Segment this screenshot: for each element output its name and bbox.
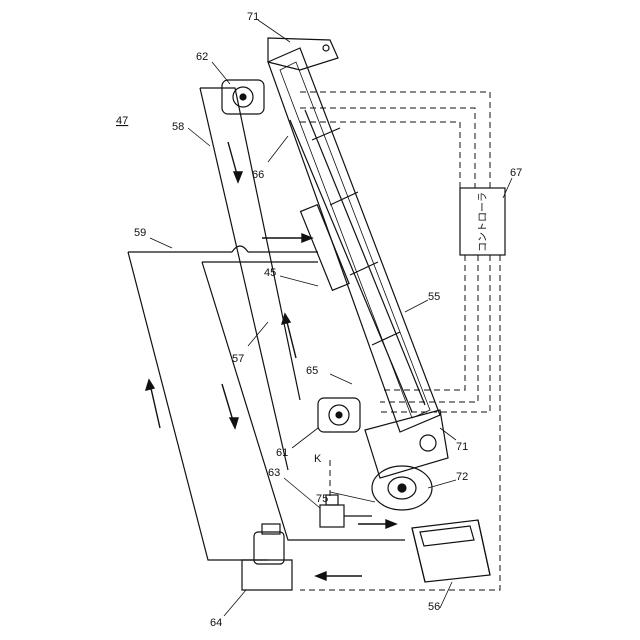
drive-unit-62 xyxy=(222,80,264,114)
leader-65 xyxy=(330,374,352,384)
arrow-57-down xyxy=(222,384,238,428)
tank-edge-1 xyxy=(412,528,425,582)
reference-numerals: 47 71 62 58 66 67 59 45 55 57 65 61 71 K… xyxy=(116,11,522,629)
top-bracket xyxy=(268,38,338,70)
arrow-57-up xyxy=(282,314,296,358)
signal-bottom-2 xyxy=(380,255,478,402)
frame-rail-2 xyxy=(305,110,425,405)
flow-arrows xyxy=(146,142,396,580)
ref-59: 59 xyxy=(134,227,146,239)
leader-66 xyxy=(268,136,288,162)
leader-75 xyxy=(330,492,375,502)
signal-top-2 xyxy=(300,108,475,188)
leader-71-bottom xyxy=(440,428,456,440)
panel-div-3 xyxy=(350,262,378,275)
drive-unit-61 xyxy=(318,398,360,432)
leader-45 xyxy=(280,276,318,286)
ref-55: 55 xyxy=(428,291,440,303)
ref-63: 63 xyxy=(268,467,280,479)
pipe-58 xyxy=(200,88,300,400)
signal-top-1 xyxy=(300,92,490,188)
leader-55 xyxy=(405,300,428,312)
panel-div-4 xyxy=(372,332,400,345)
tank-56 xyxy=(412,520,490,582)
valve-63-body xyxy=(320,505,344,527)
leader-64 xyxy=(224,590,246,616)
tank-top xyxy=(412,520,490,582)
ref-58: 58 xyxy=(172,121,184,133)
arrow-to-pump xyxy=(316,572,362,580)
pipe-59-hop xyxy=(232,246,248,252)
controller-label: コントローラ xyxy=(477,192,489,252)
signal-top-3 xyxy=(300,122,460,188)
tank-edge-2 xyxy=(478,520,490,575)
ref-57: 57 xyxy=(232,353,244,365)
ref-64: 64 xyxy=(210,617,222,629)
ref-71-bottom: 71 xyxy=(456,441,468,453)
panel-div-2 xyxy=(330,192,358,205)
pipe-57-down xyxy=(202,262,330,540)
figure-number: 47 xyxy=(116,115,128,127)
top-bracket-bolt xyxy=(323,45,329,51)
ref-66: 66 xyxy=(252,169,264,181)
ref-62: 62 xyxy=(196,51,208,63)
ref-k: K xyxy=(314,453,322,465)
drive-61-hub xyxy=(336,412,342,418)
ref-56: 56 xyxy=(428,601,440,613)
leader-59 xyxy=(150,238,172,248)
disc-72-hub xyxy=(398,484,406,492)
ref-72: 72 xyxy=(456,471,468,483)
controller: コントローラ xyxy=(460,188,505,255)
panel-div-1 xyxy=(312,128,340,140)
ref-65: 65 xyxy=(306,365,318,377)
ref-45: 45 xyxy=(264,267,276,279)
machine-frame xyxy=(268,48,440,432)
ref-61: 61 xyxy=(276,447,288,459)
drive-62-hub xyxy=(240,94,246,100)
arrow-to-frame xyxy=(262,234,312,242)
ref-71-top: 71 xyxy=(247,11,259,23)
housing-ring xyxy=(420,435,436,451)
tank-inner xyxy=(420,526,474,546)
leader-61 xyxy=(292,428,318,448)
signal-lines xyxy=(300,92,500,590)
leader-62 xyxy=(212,62,230,84)
leader-72 xyxy=(428,480,456,488)
pump-64 xyxy=(242,524,292,590)
arrow-59-up xyxy=(146,380,160,428)
arrow-58-down xyxy=(228,142,242,182)
leader-56 xyxy=(440,582,452,608)
arrow-to-tank xyxy=(358,520,396,528)
ref-75: 75 xyxy=(316,493,328,505)
heater-45 xyxy=(301,205,350,291)
top-bracket-plate xyxy=(268,38,338,70)
ref-67: 67 xyxy=(510,167,522,179)
bottom-housing xyxy=(365,410,448,510)
leader-63 xyxy=(284,478,320,508)
leader-58 xyxy=(188,128,210,146)
pump-motor xyxy=(254,532,284,564)
